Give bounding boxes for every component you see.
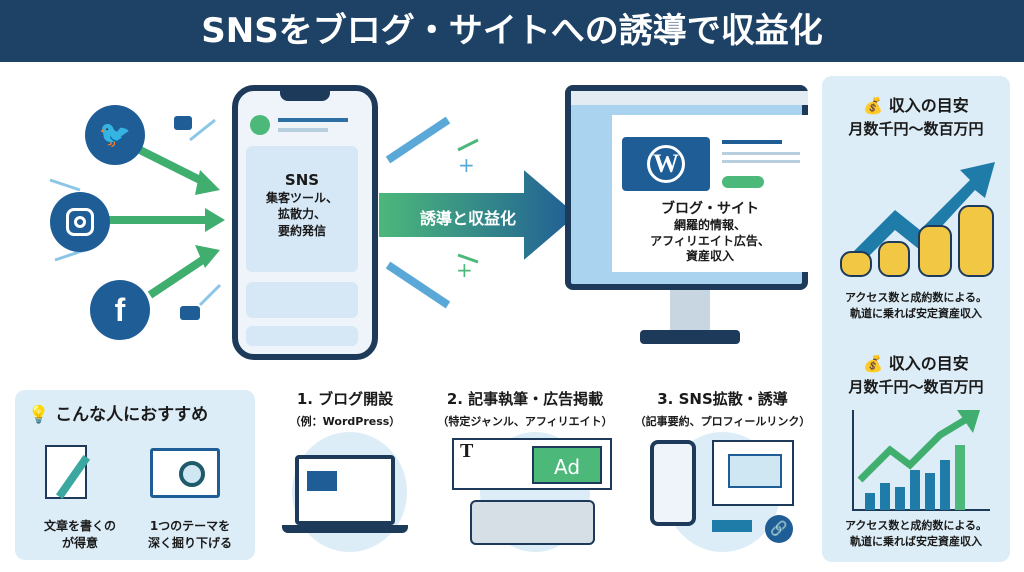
income-range: 月数千円〜数百万円 [848,378,984,396]
income-note: アクセス数と成約数による。軌道に乗れば安定資産収入 [844,519,988,548]
laptop-icon [295,455,395,525]
bar-growth-icon [852,410,990,511]
svg-text:+: + [456,258,473,282]
recommend-item: 1つのテーマを深く掘り下げる [147,519,232,550]
sns-line: 集客ツール、 [265,191,338,206]
monitor-base [640,330,740,344]
ad-banner: Ad [532,446,602,484]
money-bag-icon: 💰 [863,354,884,373]
income-range: 月数千円〜数百万円 [848,120,984,138]
link-icon: 🔗 [765,515,793,543]
blog-line: 資産収入 [685,249,734,264]
blog-text: ブログ・サイト 網羅的情報、 アフィリエイト広告、 資産収入 [612,200,808,265]
book-magnifier-icon [150,448,220,498]
social-arrows [49,118,225,307]
flow-arrow-label: 誘導と収益化 [420,209,517,228]
laptop-base [282,525,408,533]
money-bag-icon: 💰 [863,96,884,115]
twitter-icon: 🐦 [85,105,145,165]
step-3: 3. SNS拡散・誘導（記事要約、プロフィールリンク） [634,390,811,428]
wordpress-logo: W [622,137,710,191]
browser-bar [571,91,808,105]
coin-growth-icon [840,162,995,277]
avatar [250,115,270,135]
video-icon [180,306,200,320]
cta-button [722,176,764,188]
blog-line: 網羅的情報、 [673,218,746,233]
sns-heading: SNS [284,171,320,189]
income-heading: 💰 収入の目安 [863,354,969,373]
phone-icon [650,440,696,526]
sns-line: 要約発信 [277,223,326,238]
facebook-icon: f [90,280,150,340]
text-line [278,128,328,132]
income-heading: 💰 収入の目安 [863,96,969,115]
step-2: 2. 記事執筆・広告掲載（特定ジャンル、アフィリエイト） [437,390,613,428]
svg-text:+: + [458,153,475,177]
keyboard-icon [470,500,595,545]
page-title: SNSをブログ・サイトへの誘導で収益化 [0,0,1024,62]
post-card [246,326,358,346]
text-line [722,152,800,155]
text-line [722,160,800,163]
step-1: 1. ブログ開設（例：WordPress） [289,390,401,428]
instagram-icon [50,192,110,252]
post-card [246,282,358,318]
blog-line: アフィリエイト広告、 [650,233,770,248]
text-line [278,118,348,122]
recommend-item: 文章を書くのが得意 [43,519,116,550]
document-pen-icon [45,445,91,499]
sns-line: 拡散力、 [277,207,326,222]
arrow-right-icon [712,520,752,532]
phone-notch [280,91,330,101]
lightbulb-icon: 💡 [28,405,50,425]
sns-card: SNS 集客ツール、 拡散力、 要約発信 [246,146,358,272]
text-line [722,140,782,144]
recommend-heading: 💡 こんな人におすすめ [28,405,209,425]
monitor-stand [670,290,710,330]
comment-icon [174,116,192,130]
image-post-icon [712,440,794,506]
blog-heading: ブログ・サイト [661,201,759,217]
income-note: アクセス数と成約数による。軌道に乗れば安定資産収入 [844,291,988,320]
flow-arrow: ++ [378,116,580,309]
